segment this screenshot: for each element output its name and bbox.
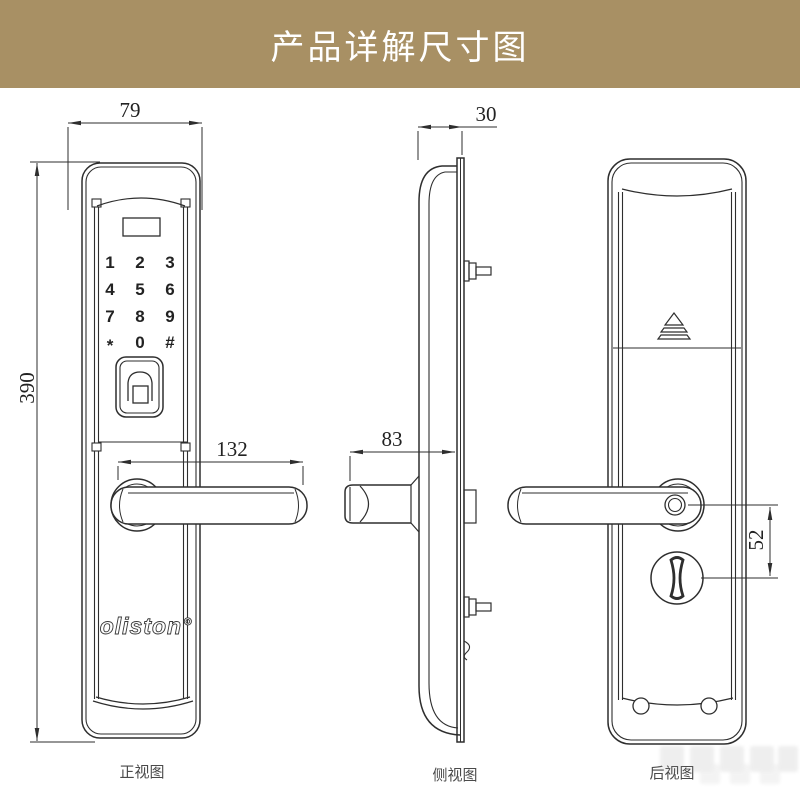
front-dimensions	[30, 120, 304, 743]
page-title: 产品详解尺寸图	[270, 28, 530, 67]
dim-keyhole-distance: 52	[744, 530, 768, 551]
front-view-label: 正视图	[119, 764, 164, 781]
back-body-outline	[607, 158, 747, 745]
front-body-outline	[81, 162, 201, 739]
key-hash: #	[165, 333, 175, 352]
dim-side-thickness: 30	[476, 102, 497, 126]
key-6: 6	[165, 280, 174, 299]
latch-bolt	[463, 489, 477, 524]
key-3: 3	[165, 253, 174, 272]
side-handle	[344, 475, 420, 533]
fingerprint-reader-icon	[115, 356, 164, 418]
watermark	[660, 746, 798, 784]
keyhole-icon	[650, 551, 704, 605]
keypad: 1 2 3 4 5 6 7 8 9 * 0 #	[105, 253, 175, 355]
key-4: 4	[105, 280, 115, 299]
dim-handle-length: 132	[216, 437, 248, 461]
back-view	[507, 158, 747, 745]
side-dimensions	[349, 124, 497, 481]
key-1: 1	[105, 253, 114, 272]
key-5: 5	[135, 280, 144, 299]
side-view	[344, 157, 492, 743]
key-2: 2	[135, 253, 144, 272]
dimension-drawing: 1 2 3 4 5 6 7 8 9 * 0 # oliston° 79	[15, 98, 798, 784]
screw-hole-left	[632, 697, 650, 715]
key-star: *	[107, 336, 114, 355]
wire-hook	[463, 640, 471, 661]
back-dimensions	[688, 504, 778, 579]
key-9: 9	[165, 307, 174, 326]
front-view	[81, 162, 308, 739]
top-mounting-bolt	[463, 260, 492, 282]
battery-cover-triangle-icon	[656, 312, 692, 340]
key-8: 8	[135, 307, 144, 326]
brand-logo: oliston°	[100, 613, 193, 639]
front-handle	[110, 478, 308, 532]
display-screen	[122, 217, 161, 237]
back-handle	[507, 478, 705, 532]
handle-button	[664, 494, 686, 516]
dim-side-handle-depth: 83	[382, 427, 403, 451]
key-7: 7	[105, 307, 114, 326]
screw-hole-right	[700, 697, 718, 715]
side-view-label: 侧视图	[432, 767, 477, 784]
key-0: 0	[135, 333, 144, 352]
dim-front-height: 390	[15, 372, 39, 404]
bottom-mounting-bolt	[463, 596, 492, 618]
header-banner: 产品详解尺寸图	[0, 0, 800, 88]
dim-front-width: 79	[120, 98, 141, 122]
